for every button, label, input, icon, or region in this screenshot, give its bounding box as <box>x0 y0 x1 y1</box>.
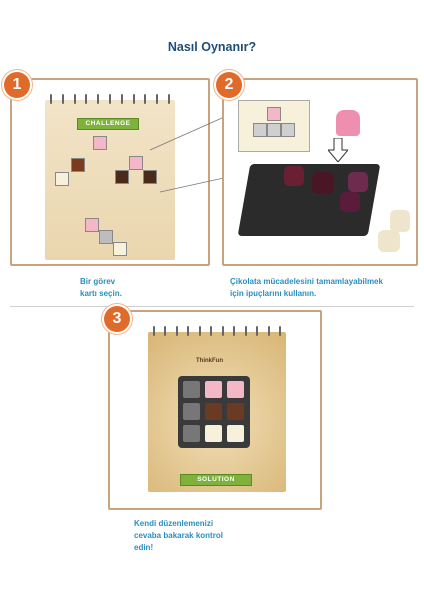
solution-grid <box>178 376 250 448</box>
white-chocolate <box>390 210 410 232</box>
chocolate-piece <box>348 172 368 192</box>
step-3-panel: ThinkFun SOLUTION <box>108 310 322 510</box>
pink-chocolate <box>336 110 360 136</box>
step-3-badge: 3 <box>104 306 130 332</box>
section-divider <box>10 306 414 307</box>
step-2-caption: Çikolata mücadelesini tamamlayabilmek iç… <box>230 276 383 300</box>
solution-card: ThinkFun SOLUTION <box>148 326 286 492</box>
down-arrow-icon <box>328 138 348 162</box>
page-title: Nasıl Oynanır? <box>167 40 257 54</box>
solution-banner: SOLUTION <box>180 474 252 486</box>
step-1-panel: CHALLENGE <box>10 78 210 266</box>
chocolate-piece <box>284 166 304 186</box>
step-3-caption-line2: cevaba bakarak kontrol <box>134 531 223 540</box>
card-rings <box>148 326 286 338</box>
step-1-caption-line2: kartı seçin. <box>80 289 122 298</box>
step-3-caption-line1: Kendi düzenlemenizi <box>134 519 214 528</box>
step-2-caption-line1: Çikolata mücadelesini tamamlayabilmek <box>230 277 383 286</box>
step-1-badge: 1 <box>4 72 30 98</box>
step-2-panel <box>222 78 418 266</box>
thinkfun-logo: ThinkFun <box>196 358 223 364</box>
step-2-badge: 2 <box>216 72 242 98</box>
challenge-pattern <box>45 100 175 260</box>
challenge-card: CHALLENGE <box>45 94 175 260</box>
step-1-caption-line1: Bir görev <box>80 277 116 286</box>
step-3-caption-line3: edin! <box>134 543 154 552</box>
step-3-caption: Kendi düzenlemenizi cevaba bakarak kontr… <box>134 518 223 554</box>
card-rings <box>45 94 175 106</box>
white-chocolate <box>378 230 400 252</box>
chocolate-piece <box>312 172 334 194</box>
step-1-caption: Bir görev kartı seçin. <box>80 276 122 300</box>
zoom-tiles <box>238 100 310 152</box>
chocolate-piece <box>340 192 360 212</box>
challenge-banner: CHALLENGE <box>77 118 139 130</box>
step-2-caption-line2: için ipuçlarını kullanın. <box>230 289 317 298</box>
